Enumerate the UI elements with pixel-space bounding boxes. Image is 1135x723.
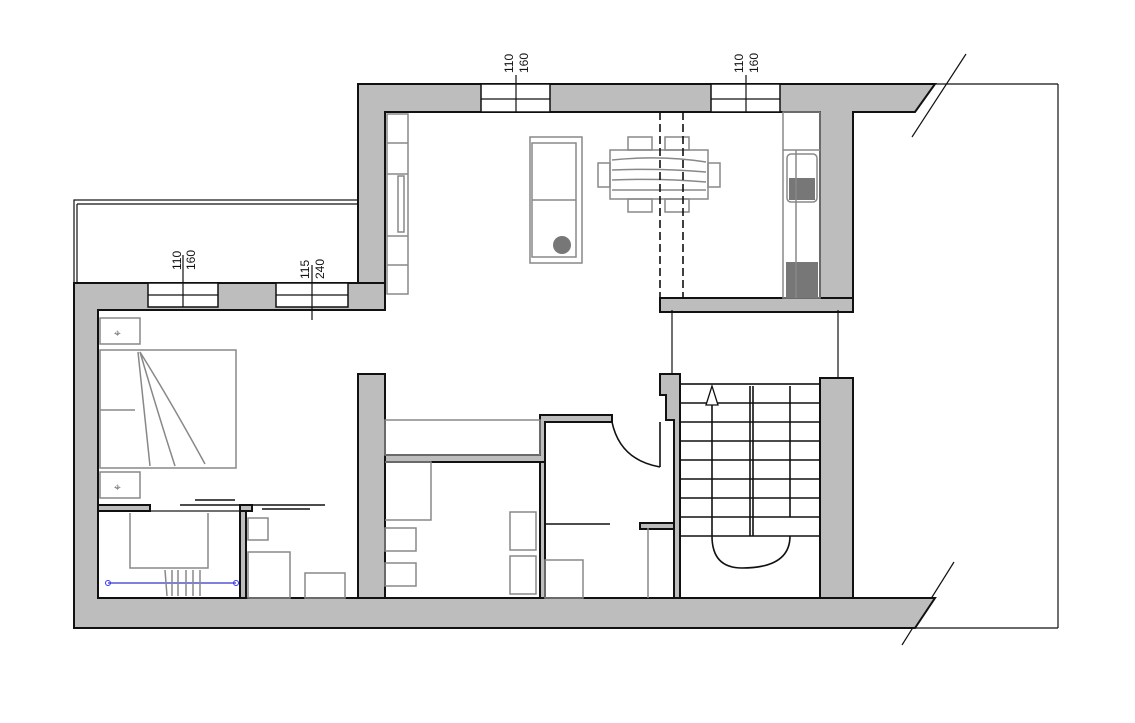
entry-door [611, 421, 661, 468]
cushion-icon [553, 236, 571, 254]
sliding-doors [180, 490, 610, 545]
window-height-label: 115 [298, 260, 312, 279]
dining-table [597, 136, 721, 213]
bed: ⌖ ⌖ [99, 317, 237, 499]
interior-walls [97, 297, 854, 599]
dimension-labels: 110 160 115 240 110 160 110 160 [170, 53, 761, 279]
window-height-label: 110 [732, 54, 746, 73]
kitchen-counter [782, 111, 821, 299]
window-width-label: 160 [517, 53, 531, 73]
window-height-label: 110 [502, 54, 516, 73]
lamp-icon: ⌖ [114, 480, 121, 494]
window-width-label: 160 [747, 53, 761, 73]
windows [147, 75, 781, 320]
window-bedroom-door [275, 265, 349, 320]
sink-icon [789, 178, 815, 200]
staircase [671, 310, 839, 599]
lamp-icon: ⌖ [114, 326, 121, 340]
window-bedroom-left [147, 255, 219, 308]
sofa [529, 136, 583, 264]
window-kitchen [710, 75, 781, 113]
wardrobe [97, 510, 241, 599]
window-living [480, 75, 551, 113]
window-height-label: 110 [170, 251, 184, 270]
bathroom-fixtures [384, 419, 649, 599]
up-arrow-icon [705, 383, 719, 406]
stove-icon [786, 262, 818, 298]
utility-fixtures [247, 517, 346, 599]
window-width-label: 160 [184, 250, 198, 270]
window-width-label: 240 [313, 259, 327, 279]
exterior-walls [73, 83, 937, 629]
beam-dashed [659, 112, 684, 298]
tv-cabinet [386, 113, 409, 295]
terrace-outline [850, 53, 1059, 646]
